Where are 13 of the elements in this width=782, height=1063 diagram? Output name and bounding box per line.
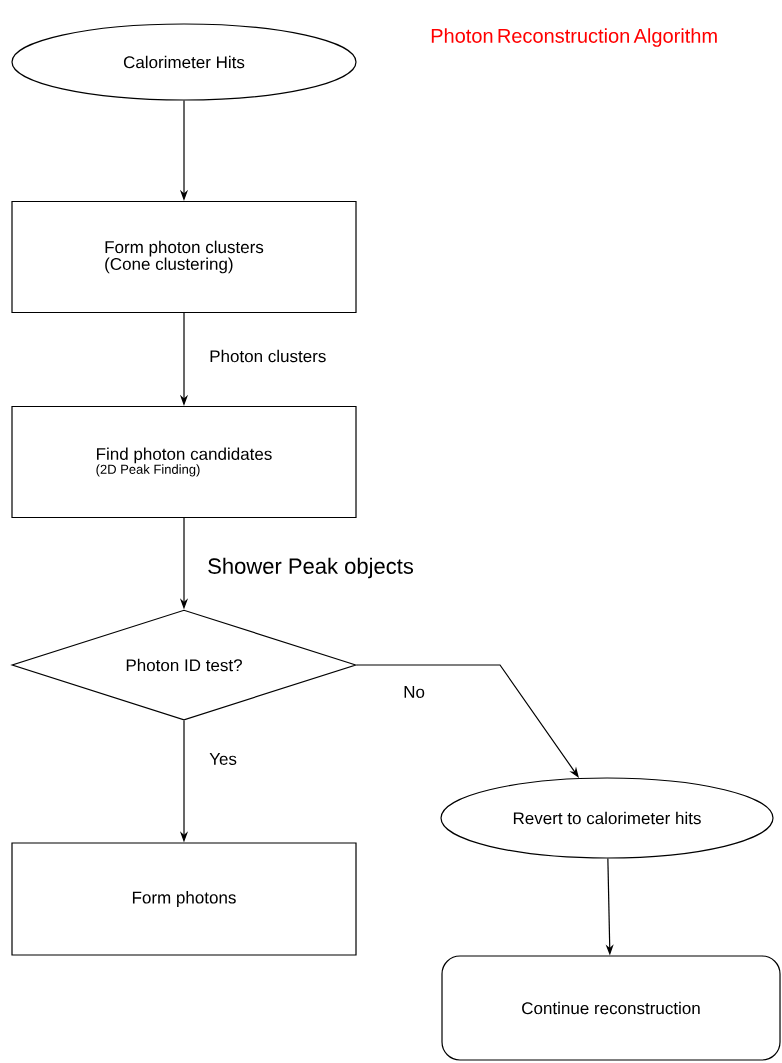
ellipse-node: Calorimeter Hits	[11, 23, 357, 101]
title: Photon Reconstruction Algorithm	[431, 28, 717, 47]
ellipse-node: Revert to calorimeter hits	[440, 777, 774, 859]
edge-label: Photon clusters	[210, 349, 326, 363]
rounded-box: Continue reconstruction	[441, 955, 781, 1061]
process-box: Form photon clusters (Cone clustering)	[11, 200, 357, 314]
edge-label: Yes	[209, 753, 237, 765]
edge-label: Shower Peak objects	[208, 557, 414, 579]
edge-label: No	[404, 686, 425, 698]
process-box: Find photon candidates (2D Peak Finding)	[11, 405, 357, 519]
process-box: Form photons	[11, 842, 357, 956]
node-label: Photon ID test?	[126, 658, 242, 672]
arrow	[356, 664, 579, 778]
